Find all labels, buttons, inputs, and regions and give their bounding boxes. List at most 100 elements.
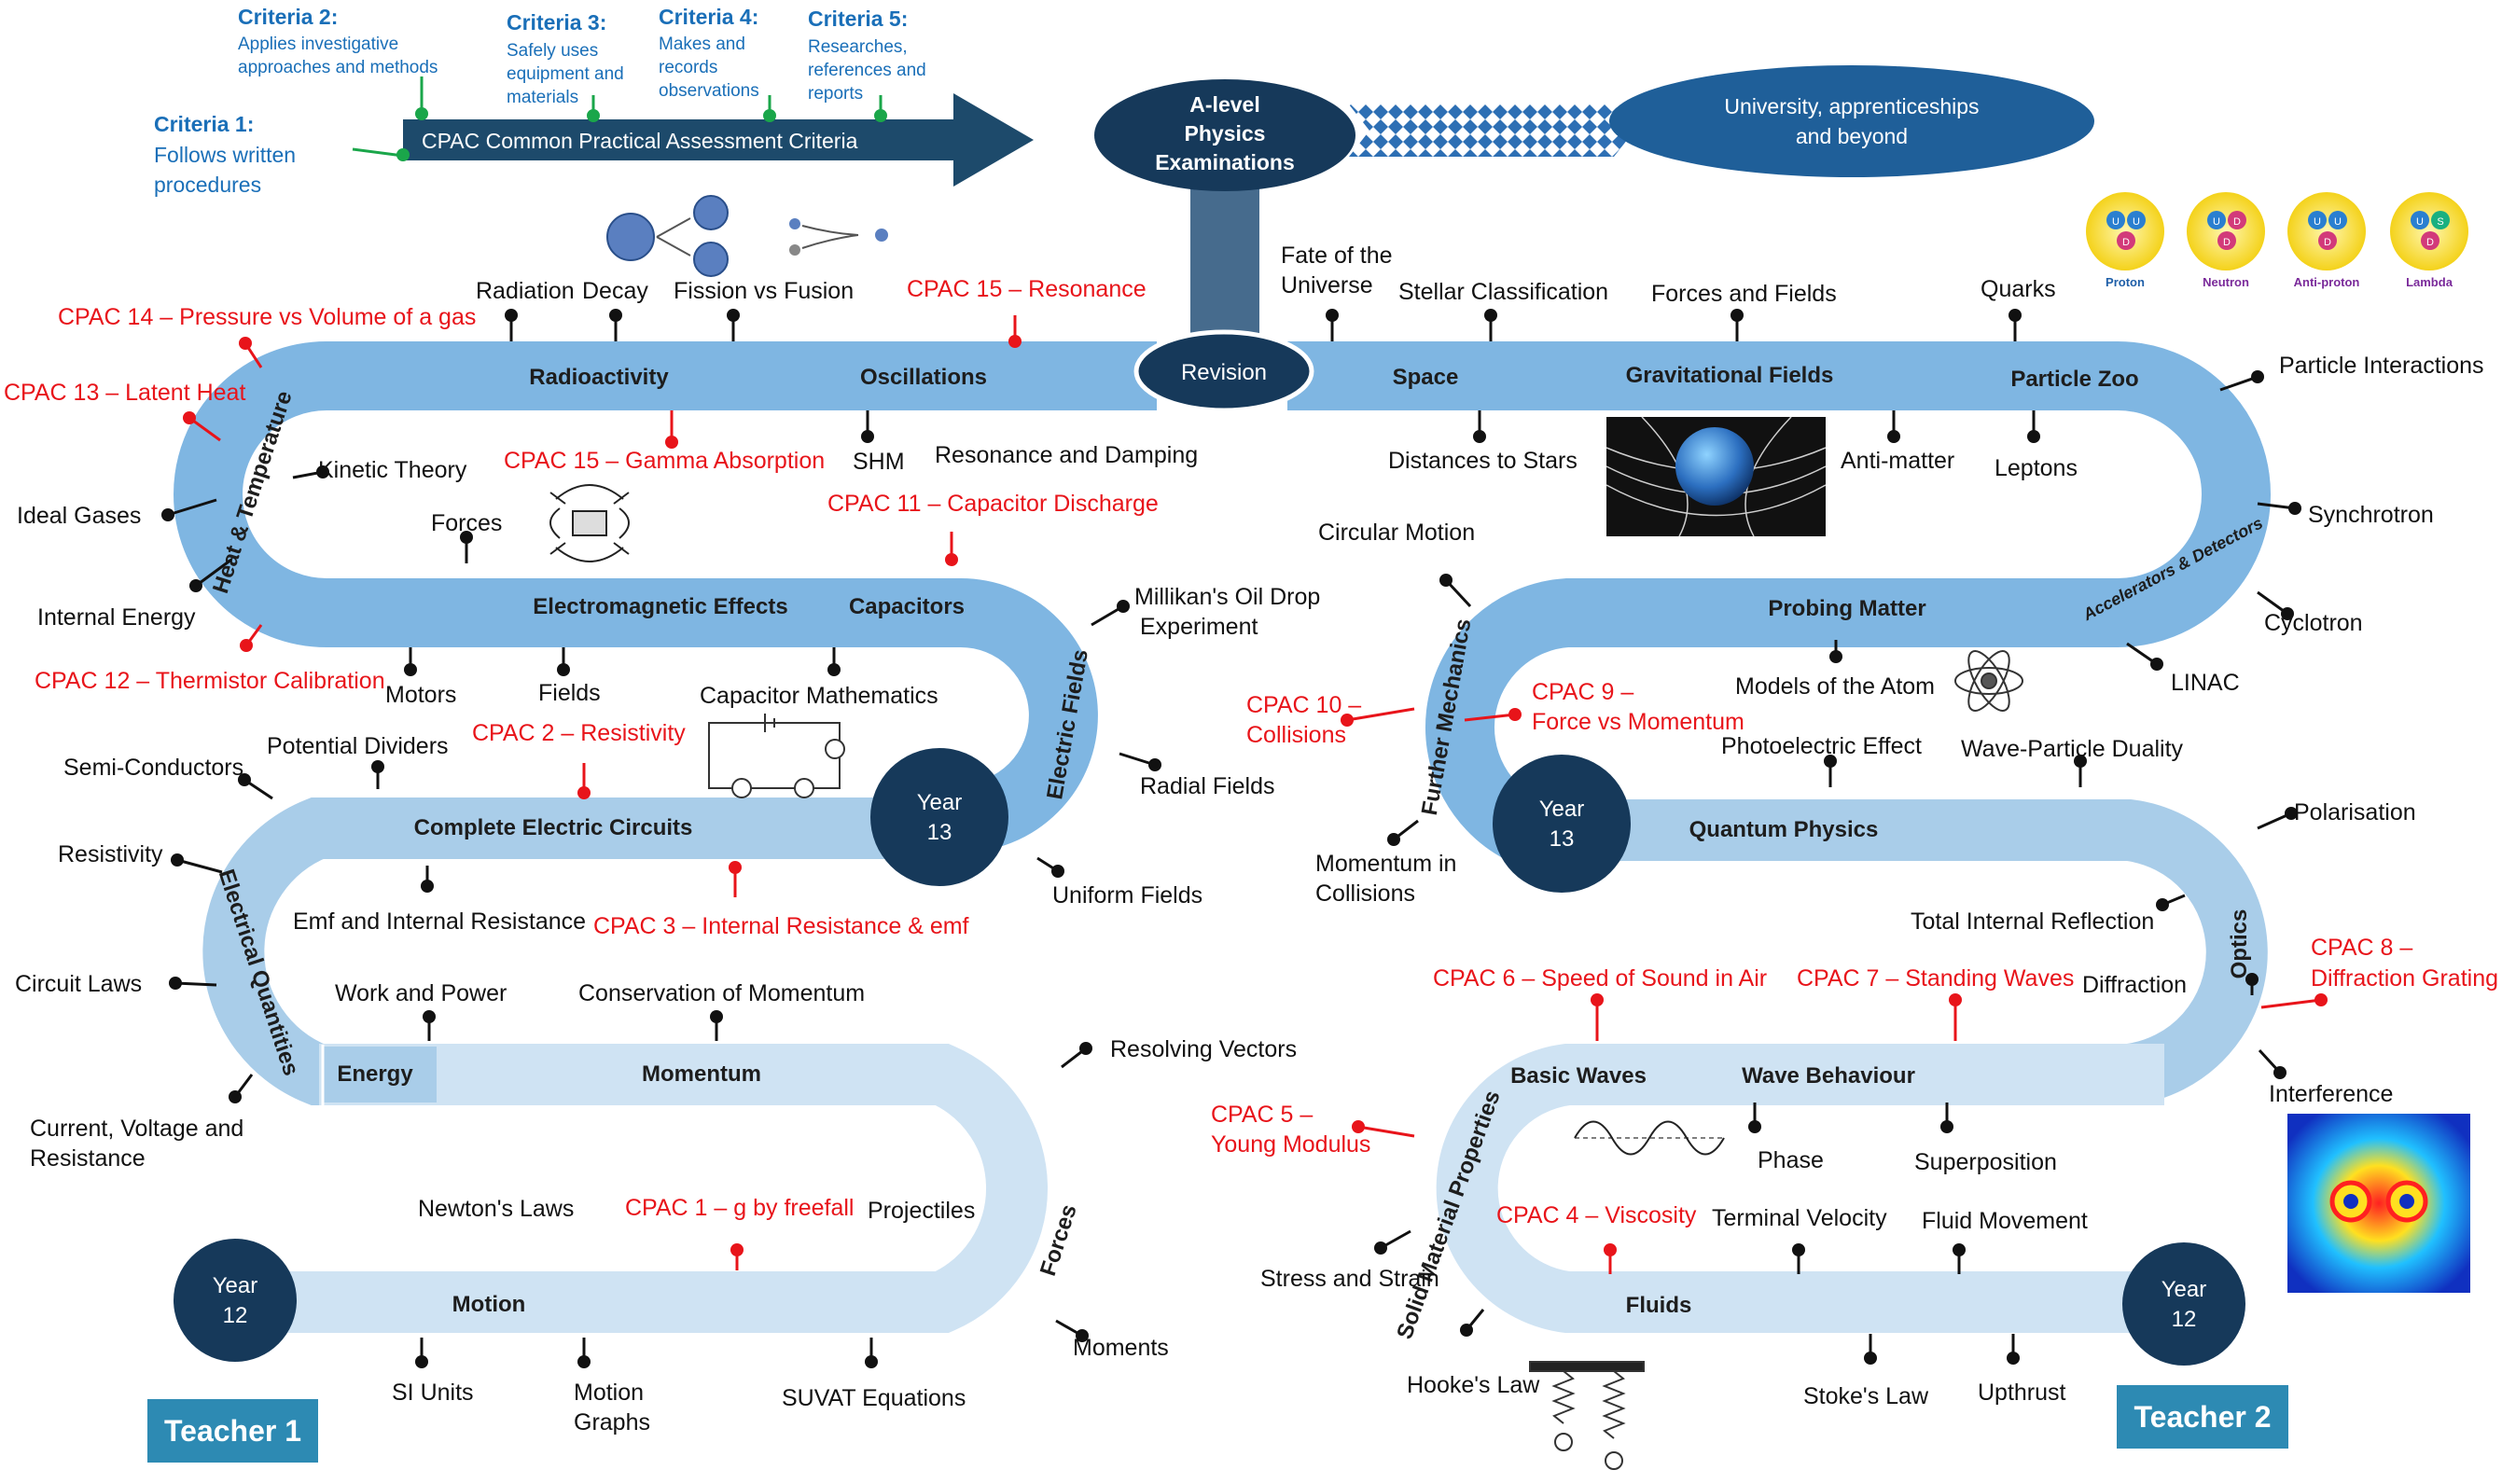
criteria-3-line3: materials	[507, 88, 578, 107]
topic-diffraction: Diffraction	[2082, 972, 2187, 998]
cpac-8-line2: Diffraction Grating	[2311, 965, 2498, 992]
topic-fate-line2: Universe	[1281, 272, 1373, 298]
topic-shm: SHM	[853, 449, 905, 475]
beyond-line1: University, apprenticeships	[1724, 94, 1979, 118]
year-number: 12	[2172, 1307, 2197, 1332]
segment-oscillations: Oscillations	[860, 365, 987, 390]
topic-synchrotron: Synchrotron	[2308, 502, 2434, 528]
topic-si-units: SI Units	[392, 1380, 474, 1406]
cpac-2: CPAC 2 – Resistivity	[472, 720, 686, 746]
segment-particle-zoo: Particle Zoo	[2010, 367, 2138, 392]
topic-circuit-laws: Circuit Laws	[15, 971, 142, 997]
topic-quarks: Quarks	[1981, 276, 2056, 302]
proton-icon: U U D Proton	[2086, 192, 2164, 289]
topic-radial-fields: Radial Fields	[1140, 773, 1275, 799]
topic-resolving-vectors: Resolving Vectors	[1110, 1036, 1297, 1062]
year-label: Year	[917, 790, 963, 815]
criteria-2-line2: approaches and methods	[238, 58, 438, 77]
topic-terminal-velocity: Terminal Velocity	[1712, 1205, 1887, 1231]
topic-models-atom: Models of the Atom	[1735, 673, 1935, 700]
criteria-2-title: Criteria 2:	[238, 5, 338, 29]
topic-stress-strain: Stress and Strain	[1260, 1266, 1439, 1292]
space-time-image	[1605, 416, 1827, 537]
topic-millikan-line2: Experiment	[1140, 614, 1258, 640]
year-label: Year	[213, 1273, 258, 1298]
quark: U	[2133, 216, 2140, 228]
cpac-14: CPAC 14 – Pressure vs Volume of a gas	[58, 304, 476, 330]
lambda-icon: U S D Lambda	[2390, 192, 2468, 289]
topic-polarisation: Polarisation	[2294, 799, 2416, 825]
year-label: Year	[2161, 1277, 2207, 1302]
topic-newtons-laws: Newton's Laws	[418, 1196, 574, 1222]
criteria-4-line1: Makes and	[659, 35, 745, 54]
topic-hookes-law: Hooke's Law	[1407, 1372, 1540, 1398]
cpac-8-line1: CPAC 8 –	[2311, 935, 2412, 961]
topic-suvat: SUVAT Equations	[782, 1385, 966, 1411]
anti-proton-icon: U U D Anti-proton	[2287, 192, 2366, 289]
topic-radiation: Radiation	[476, 278, 575, 304]
topic-upthrust: Upthrust	[1978, 1380, 2066, 1406]
proton-label: Proton	[2106, 275, 2145, 289]
pathway-bands	[174, 341, 2271, 1333]
topic-momentum-coll-line2: Collisions	[1315, 881, 1415, 907]
criteria-5-title: Criteria 5:	[808, 7, 908, 31]
topic-fields: Fields	[538, 680, 601, 706]
year-13-left: Year 13	[870, 748, 1008, 886]
topic-fission-fusion: Fission vs Fusion	[674, 278, 854, 304]
cpac-7: CPAC 7 – Standing Waves	[1797, 965, 2074, 992]
quark: S	[2437, 216, 2443, 228]
interference-pattern-image	[2287, 1114, 2470, 1293]
topic-distances-stars: Distances to Stars	[1388, 448, 1578, 474]
segment-fluids: Fluids	[1626, 1293, 1692, 1318]
topic-work-power: Work and Power	[335, 980, 507, 1006]
particle-icons: U U D Proton U D D Neutron U U D Anti-pr…	[2086, 192, 2468, 289]
circuit-diagram-icon	[708, 714, 845, 798]
topic-fluid-movement: Fluid Movement	[1922, 1208, 2088, 1234]
criteria-3-title: Criteria 3:	[507, 10, 606, 35]
topic-motion-graphs-line1: Motion	[574, 1380, 644, 1406]
criteria-5-line1: Researches,	[808, 37, 908, 57]
cpac-5-line2: Young Modulus	[1211, 1131, 1370, 1158]
segment-capacitors: Capacitors	[849, 594, 965, 619]
exams-line3: Examinations	[1155, 150, 1295, 174]
sine-wave-icon	[1574, 1120, 1725, 1156]
cpac-12: CPAC 12 – Thermistor Calibration	[35, 668, 385, 694]
criteria-3-line1: Safely uses	[507, 41, 598, 61]
topic-stokes-law: Stoke's Law	[1803, 1383, 1929, 1409]
topic-forces-em: Forces	[431, 510, 502, 536]
fusion-icon	[789, 218, 888, 256]
topic-resistivity: Resistivity	[58, 841, 163, 867]
cpac-1: CPAC 1 – g by freefall	[625, 1195, 854, 1221]
topic-ideal-gases: Ideal Gases	[17, 503, 141, 529]
topic-moments: Moments	[1073, 1335, 1169, 1361]
segment-momentum: Momentum	[642, 1061, 761, 1087]
topic-decay: Decay	[582, 278, 648, 304]
year-12-left: Year 12	[174, 1239, 297, 1362]
quark: U	[2334, 216, 2342, 228]
topic-photoelectric: Photoelectric Effect	[1721, 733, 1922, 759]
revision-label: Revision	[1181, 360, 1267, 385]
year-12-right: Year 12	[2122, 1242, 2245, 1366]
cpac-criteria-arrow: CPAC Common Practical Assessment Criteri…	[352, 76, 1034, 187]
cpac-6: CPAC 6 – Speed of Sound in Air	[1433, 965, 1767, 992]
topic-internal-energy: Internal Energy	[37, 604, 196, 631]
topic-stellar: Stellar Classification	[1398, 279, 1608, 305]
topic-linac: LINAC	[2171, 670, 2240, 696]
topic-momentum-coll-line1: Momentum in	[1315, 851, 1456, 877]
segment-wave-behaviour: Wave Behaviour	[1742, 1063, 1915, 1089]
criteria-5-line2: references and	[808, 61, 926, 80]
criteria-4-line2: records	[659, 58, 717, 77]
segment-optics: Optics	[2227, 909, 2252, 979]
topic-semi-conductors: Semi-Conductors	[63, 755, 243, 781]
cpac-pin-heads	[183, 335, 2328, 1256]
springs-icon	[1529, 1361, 1645, 1470]
topic-circular-motion: Circular Motion	[1318, 520, 1475, 546]
topic-millikan-line1: Millikan's Oil Drop	[1134, 584, 1320, 610]
neutron-icon: U D D Neutron	[2187, 192, 2265, 289]
year-label: Year	[1539, 797, 1585, 822]
topic-motion-graphs-line2: Graphs	[574, 1409, 650, 1435]
topic-projectiles: Projectiles	[868, 1198, 975, 1224]
quark: U	[2416, 216, 2424, 228]
year-13-right: Year 13	[1493, 755, 1631, 893]
lambda-label: Lambda	[2406, 275, 2453, 289]
